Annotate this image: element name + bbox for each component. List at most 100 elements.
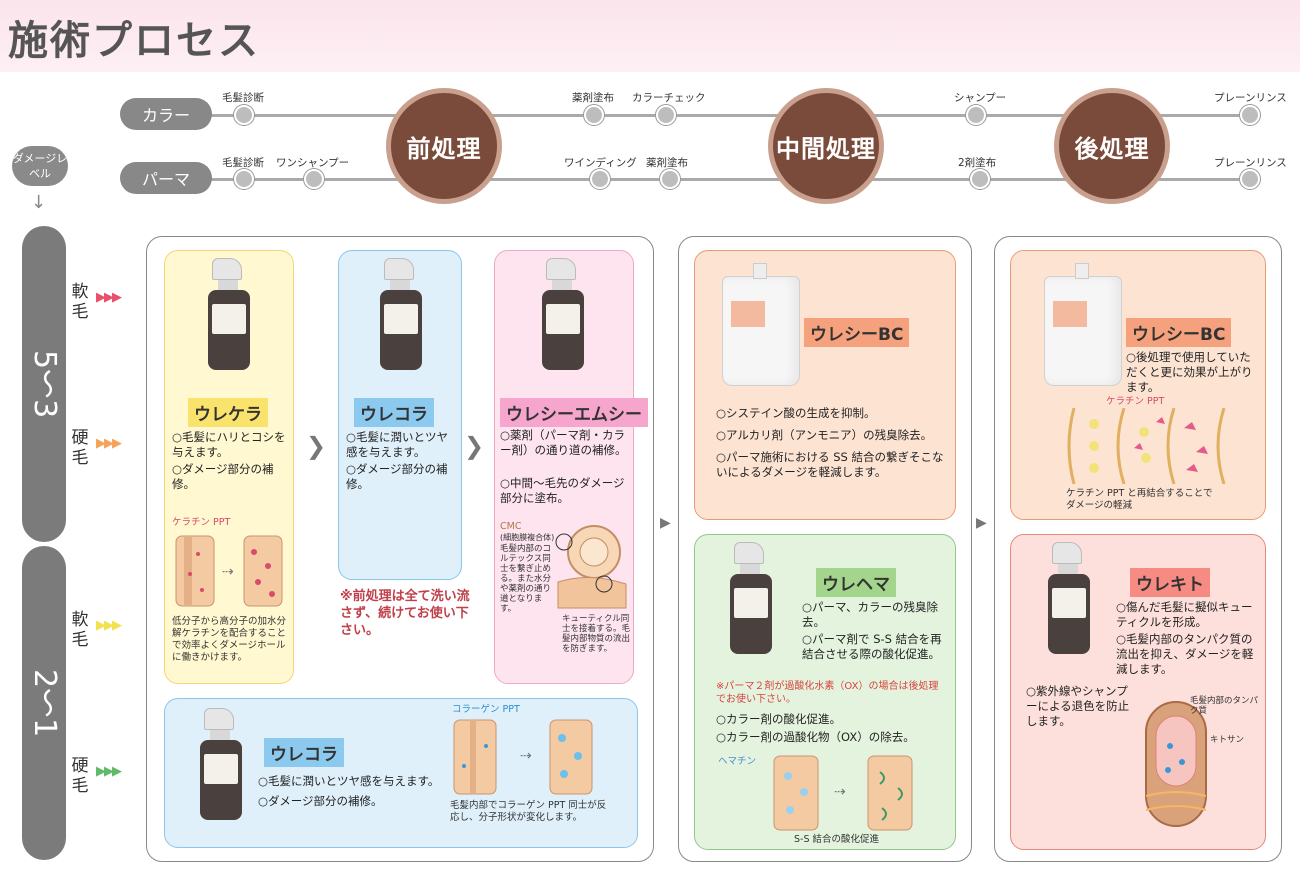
triangle-marker-icon: ▶▶▶	[96, 764, 122, 779]
level-high-bar: 5〜3	[22, 226, 66, 542]
product-desc: ○毛髪にハリとコシを与えます。	[172, 430, 286, 459]
product-desc: ○毛髪に潤いとツヤ感を与えます。	[258, 774, 440, 788]
step-dot	[234, 105, 254, 125]
product-desc: ○薬剤（パーマ剤・カラー剤）の通り道の補修。	[500, 428, 627, 457]
product-desc: ○システイン酸の生成を抑制。	[716, 406, 876, 420]
cmc-sub-label: (細胞膜複合体)	[500, 533, 555, 542]
step-dot	[234, 169, 254, 189]
pouch-icon	[1044, 263, 1122, 386]
product-note: 低分子から高分子の加水分解ケラチンを配合することで効率よくダメージホールに働きか…	[172, 616, 287, 663]
spray-bottle-icon	[1044, 542, 1094, 657]
spray-bottle-icon	[196, 708, 246, 823]
collagen-hair-illustration: ⇢	[453, 719, 593, 795]
step-dot	[590, 169, 610, 189]
page-title: 施術プロセス	[8, 18, 260, 64]
product-name: ウレシーエムシー	[500, 398, 648, 427]
ppt-label: ケラチン PPT	[1106, 396, 1165, 407]
step-dot	[304, 169, 324, 189]
chevron-right-icon: ❯	[306, 432, 327, 460]
spray-bottle-icon	[726, 542, 776, 657]
product-name: ウレシーBC	[1126, 318, 1232, 347]
step-label: 薬剤塗布	[572, 92, 614, 104]
ppt-label: ケラチン PPT	[172, 517, 231, 528]
triangle-marker-icon: ▶▶▶	[96, 436, 122, 451]
step-label: 2剤塗布	[958, 157, 997, 169]
product-name: ウレシーBC	[804, 318, 910, 347]
cmc-hair-illustration	[555, 525, 627, 609]
cmc-note-1: 毛髪内部のコルテックス同士を繋ぎ止める。また水分や薬剤の通り道となります。	[500, 544, 552, 614]
damage-level-badge: ダメージレベル	[12, 146, 68, 186]
product-desc: ○ダメージ部分の補修。	[172, 462, 274, 491]
chevron-right-icon: ❯	[464, 432, 485, 460]
product-desc: ○パーマ、カラーの残臭除去。	[802, 600, 938, 629]
step-dot	[966, 105, 986, 125]
product-name: ウレコラ	[354, 398, 434, 427]
svg-text:⇢: ⇢	[520, 748, 532, 764]
step-label: ワインディング	[564, 157, 637, 169]
product-desc: ○カラー剤の酸化促進。	[716, 712, 842, 726]
product-desc: ○毛髪に潤いとツヤ感を与えます。	[346, 430, 449, 459]
triangle-marker-icon: ▶▶▶	[96, 618, 122, 633]
phase-pre: 前処理	[386, 88, 502, 204]
step-label: プレーンリンス	[1214, 157, 1287, 169]
step-label: 薬剤塗布	[646, 157, 688, 169]
product-desc: ○パーマ施術における SS 結合の繋ぎそこないによるダメージを軽減します。	[716, 450, 944, 479]
product-name: ウレキト	[1130, 568, 1210, 597]
level-low-bar: 2〜1	[22, 546, 66, 860]
product-desc: ○中間〜毛先のダメージ部分に塗布。	[500, 476, 625, 505]
spray-bottle-icon	[204, 258, 254, 373]
pre-caution-note: ※前処理は全て洗い流さず、続けてお使い下さい。	[340, 589, 470, 638]
step-dot	[970, 169, 990, 189]
title-bar	[0, 0, 1300, 72]
flow-arrow-icon: ▶	[660, 515, 671, 531]
step-label: プレーンリンス	[1214, 92, 1287, 104]
spray-bottle-icon	[538, 258, 588, 373]
product-name: ウレコラ	[264, 738, 344, 767]
hema-label: ヘマチン	[718, 756, 757, 767]
svg-text:⇢: ⇢	[834, 784, 846, 800]
flow-arrow-icon: ▶	[976, 515, 987, 531]
step-dot	[660, 169, 680, 189]
hematin-hair-illustration: ⇢	[773, 755, 913, 831]
triangle-marker-icon: ▶▶▶	[96, 290, 122, 305]
cmc-label: CMC	[500, 521, 522, 532]
perm-track-label: パーマ	[120, 162, 212, 194]
keratin-bond-illustration	[1067, 408, 1226, 484]
product-desc: ○パーマ剤で S-S 結合を再結合させる際の酸化促進。	[802, 632, 942, 661]
hair-type-label: 硬毛	[71, 756, 89, 796]
product-desc: ○紫外線やシャンプーによる退色を防止します。	[1026, 684, 1130, 728]
phase-mid: 中間処理	[768, 88, 884, 204]
step-label: 毛髪診断	[222, 157, 264, 169]
kito-label-1: 毛髪内部のタンパク質	[1190, 696, 1259, 716]
keratin-hair-illustration: ⇢	[175, 535, 283, 607]
product-desc: ○ダメージ部分の補修。	[258, 794, 383, 808]
product-desc: ○後処理で使用していただくと更に効果が上がります。	[1126, 350, 1253, 394]
step-dot	[1240, 169, 1260, 189]
cmc-note-2: キューティクル同士を接着する。毛髪内部物質の流出を防ぎます。	[562, 614, 631, 654]
svg-text:⇢: ⇢	[222, 564, 234, 580]
level-low-label: 2〜1	[27, 668, 62, 738]
hema-warning: ※パーマ２剤が過酸化水素（OX）の場合は後処理でお使い下さい。	[716, 681, 939, 705]
product-desc: ○ダメージ部分の補修。	[346, 462, 448, 491]
step-dot	[1240, 105, 1260, 125]
product-desc: ○アルカリ剤（アンモニア）の残臭除去。	[716, 428, 933, 442]
product-desc: ○カラー剤の過酸化物（OX）の除去。	[716, 730, 915, 744]
product-note: 毛髪内部でコラーゲン PPT 同士が反応し、分子形状が変化します。	[450, 800, 607, 823]
color-track	[180, 114, 1260, 117]
ppt-label: コラーゲン PPT	[452, 704, 520, 715]
product-name: ウレヘマ	[816, 568, 896, 597]
step-label: カラーチェック	[632, 92, 706, 104]
chitosan-hair-illustration	[1145, 701, 1207, 827]
step-dot	[656, 105, 676, 125]
hair-type-label: 軟毛	[71, 282, 89, 322]
color-track-label: カラー	[120, 98, 212, 130]
perm-track	[180, 178, 1260, 181]
kito-label-2: キトサン	[1210, 735, 1245, 745]
level-high-label: 5〜3	[27, 349, 62, 419]
product-desc: ○毛髪内部のタンパク質の流出を抑え、ダメージを軽減します。	[1116, 632, 1254, 676]
phase-post: 後処理	[1054, 88, 1170, 204]
step-label: 毛髪診断	[222, 92, 264, 104]
hair-type-label: 軟毛	[71, 610, 89, 650]
hair-type-label: 硬毛	[71, 428, 89, 468]
product-desc: ○傷んだ毛髪に擬似キューティクルを形成。	[1116, 600, 1253, 629]
